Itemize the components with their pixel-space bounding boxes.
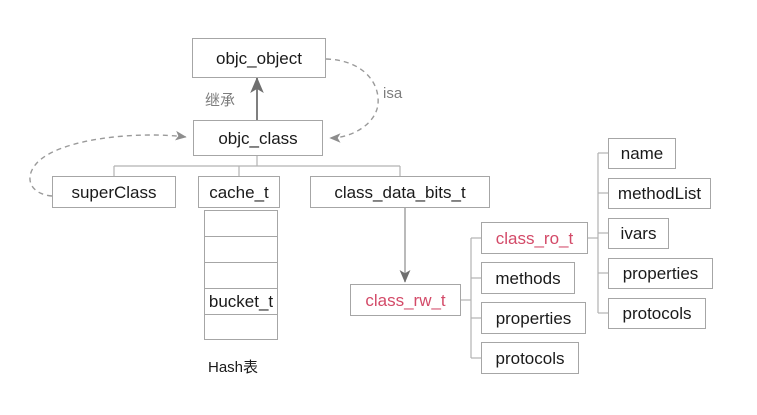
ro-children-connector bbox=[588, 152, 608, 314]
rw-child-protocols[interactable]: protocols bbox=[481, 342, 579, 374]
edge-label-inherit: 继承 bbox=[205, 92, 236, 109]
node-class-data-bits-t[interactable]: class_data_bits_t bbox=[310, 176, 490, 208]
hash-cell-4-bucket-t[interactable]: bucket_t bbox=[204, 288, 278, 314]
rw-child-properties[interactable]: properties bbox=[481, 302, 586, 334]
ro-child-ivars[interactable]: ivars bbox=[608, 218, 669, 249]
rw-child-methods[interactable]: methods bbox=[481, 262, 575, 294]
superclass-arrow bbox=[29, 130, 187, 197]
ro-child-methodlist[interactable]: methodList bbox=[608, 178, 711, 209]
ro-child-name[interactable]: name bbox=[608, 138, 676, 169]
hash-table-caption: Hash表 bbox=[208, 359, 259, 376]
class-children-connector bbox=[113, 156, 401, 176]
node-objc-object[interactable]: objc_object bbox=[192, 38, 326, 78]
hash-cell-1[interactable] bbox=[204, 210, 278, 236]
rw-children-connector bbox=[461, 237, 481, 359]
isa-arrow bbox=[325, 58, 379, 143]
node-objc-class[interactable]: objc_class bbox=[193, 120, 323, 156]
node-cache-t[interactable]: cache_t bbox=[198, 176, 280, 208]
ro-child-properties[interactable]: properties bbox=[608, 258, 713, 289]
hash-cell-5[interactable] bbox=[204, 314, 278, 340]
hash-cell-3[interactable] bbox=[204, 262, 278, 288]
node-super-class[interactable]: superClass bbox=[52, 176, 176, 208]
edge-label-isa: isa bbox=[383, 85, 403, 102]
node-class-rw-t[interactable]: class_rw_t bbox=[350, 284, 461, 316]
hash-cell-2[interactable] bbox=[204, 236, 278, 262]
node-class-ro-t[interactable]: class_ro_t bbox=[481, 222, 588, 254]
ro-child-protocols[interactable]: protocols bbox=[608, 298, 706, 329]
